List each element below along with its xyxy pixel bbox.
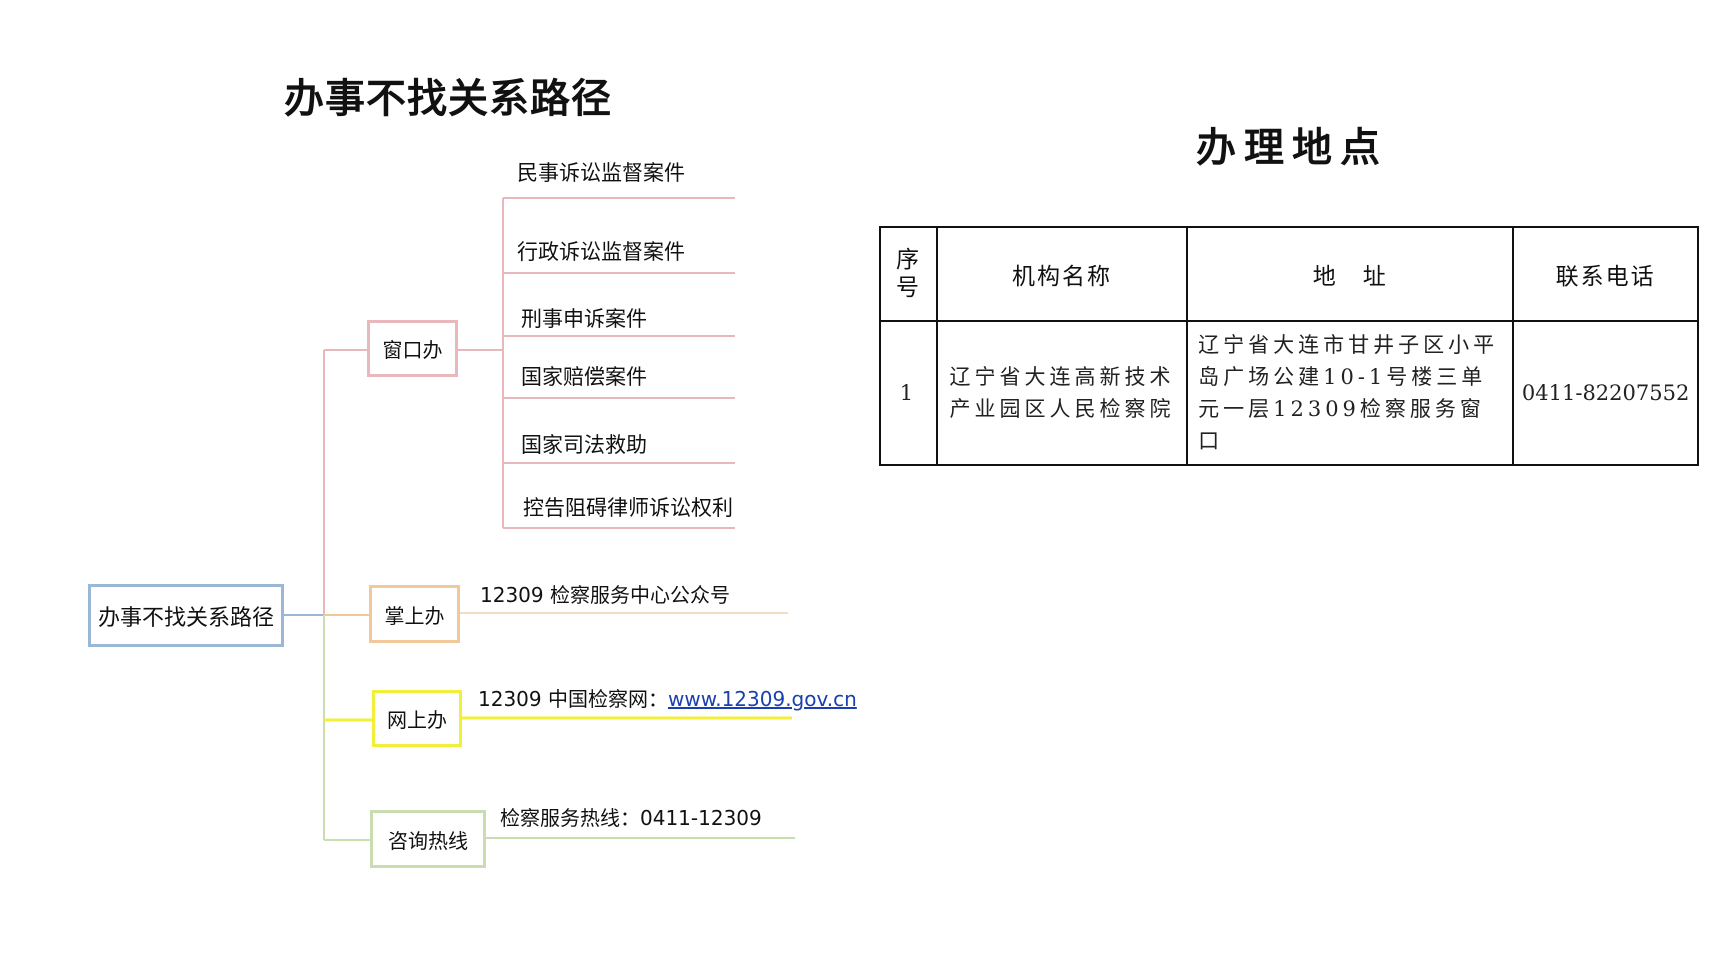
leaf-judicial-aid: 国家司法救助	[521, 433, 647, 457]
leaf-civil-litigation: 民事诉讼监督案件	[517, 161, 685, 185]
root-node: 办事不找关系路径	[88, 584, 284, 647]
online-site-label: 12309 中国检察网：	[478, 687, 668, 711]
cell-index: 1	[879, 320, 938, 466]
branch-hotline-node: 咨询热线	[370, 810, 486, 868]
root-node-label: 办事不找关系路径	[97, 605, 274, 631]
leaf-online-site: 12309 中国检察网：www.12309.gov.cn	[478, 683, 857, 712]
table-row: 1 辽宁省大连高新技术产业园区人民检察院 辽宁省大连市甘井子区小平岛广场公建10…	[879, 320, 1699, 466]
cell-phone: 0411-82207552	[1512, 320, 1699, 466]
location-table: 序 号 机构名称 地 址 联系电话 1 辽宁省大连高新技术产业园区人民检察院 辽…	[879, 226, 1699, 466]
branch-hotline-label: 咨询热线	[388, 828, 468, 853]
branch-window-node: 窗口办	[367, 320, 458, 377]
cell-address: 辽宁省大连市甘井子区小平岛广场公建10-1号楼三单元一层12309检察服务窗口	[1186, 320, 1515, 466]
header-address: 地 址	[1186, 226, 1515, 322]
location-title: 办理地点	[1196, 125, 1388, 171]
online-site-link[interactable]: www.12309.gov.cn	[667, 687, 857, 711]
leaf-criminal-appeal: 刑事申诉案件	[521, 307, 647, 331]
branch-palm-label: 掌上办	[384, 603, 445, 628]
leaf-state-compensation: 国家赔偿案件	[521, 365, 647, 389]
leaf-palm-account: 12309 检察服务中心公众号	[480, 583, 730, 607]
branch-window-label: 窗口办	[382, 338, 443, 362]
leaf-lawyer-rights: 控告阻碍律师诉讼权利	[523, 496, 733, 520]
cell-org: 辽宁省大连高新技术产业园区人民检察院	[935, 320, 1189, 466]
branch-online-label: 网上办	[387, 708, 447, 732]
branch-online-node: 网上办	[372, 690, 462, 747]
header-org: 机构名称	[935, 226, 1189, 322]
header-phone: 联系电话	[1512, 226, 1699, 322]
header-index: 序 号	[879, 226, 938, 322]
table-header-row: 序 号 机构名称 地 址 联系电话	[879, 226, 1699, 322]
leaf-hotline: 检察服务热线：0411-12309	[500, 806, 762, 830]
branch-palm-node: 掌上办	[369, 585, 460, 643]
diagram-title: 办事不找关系路径	[284, 76, 612, 122]
leaf-admin-litigation: 行政诉讼监督案件	[517, 240, 685, 264]
